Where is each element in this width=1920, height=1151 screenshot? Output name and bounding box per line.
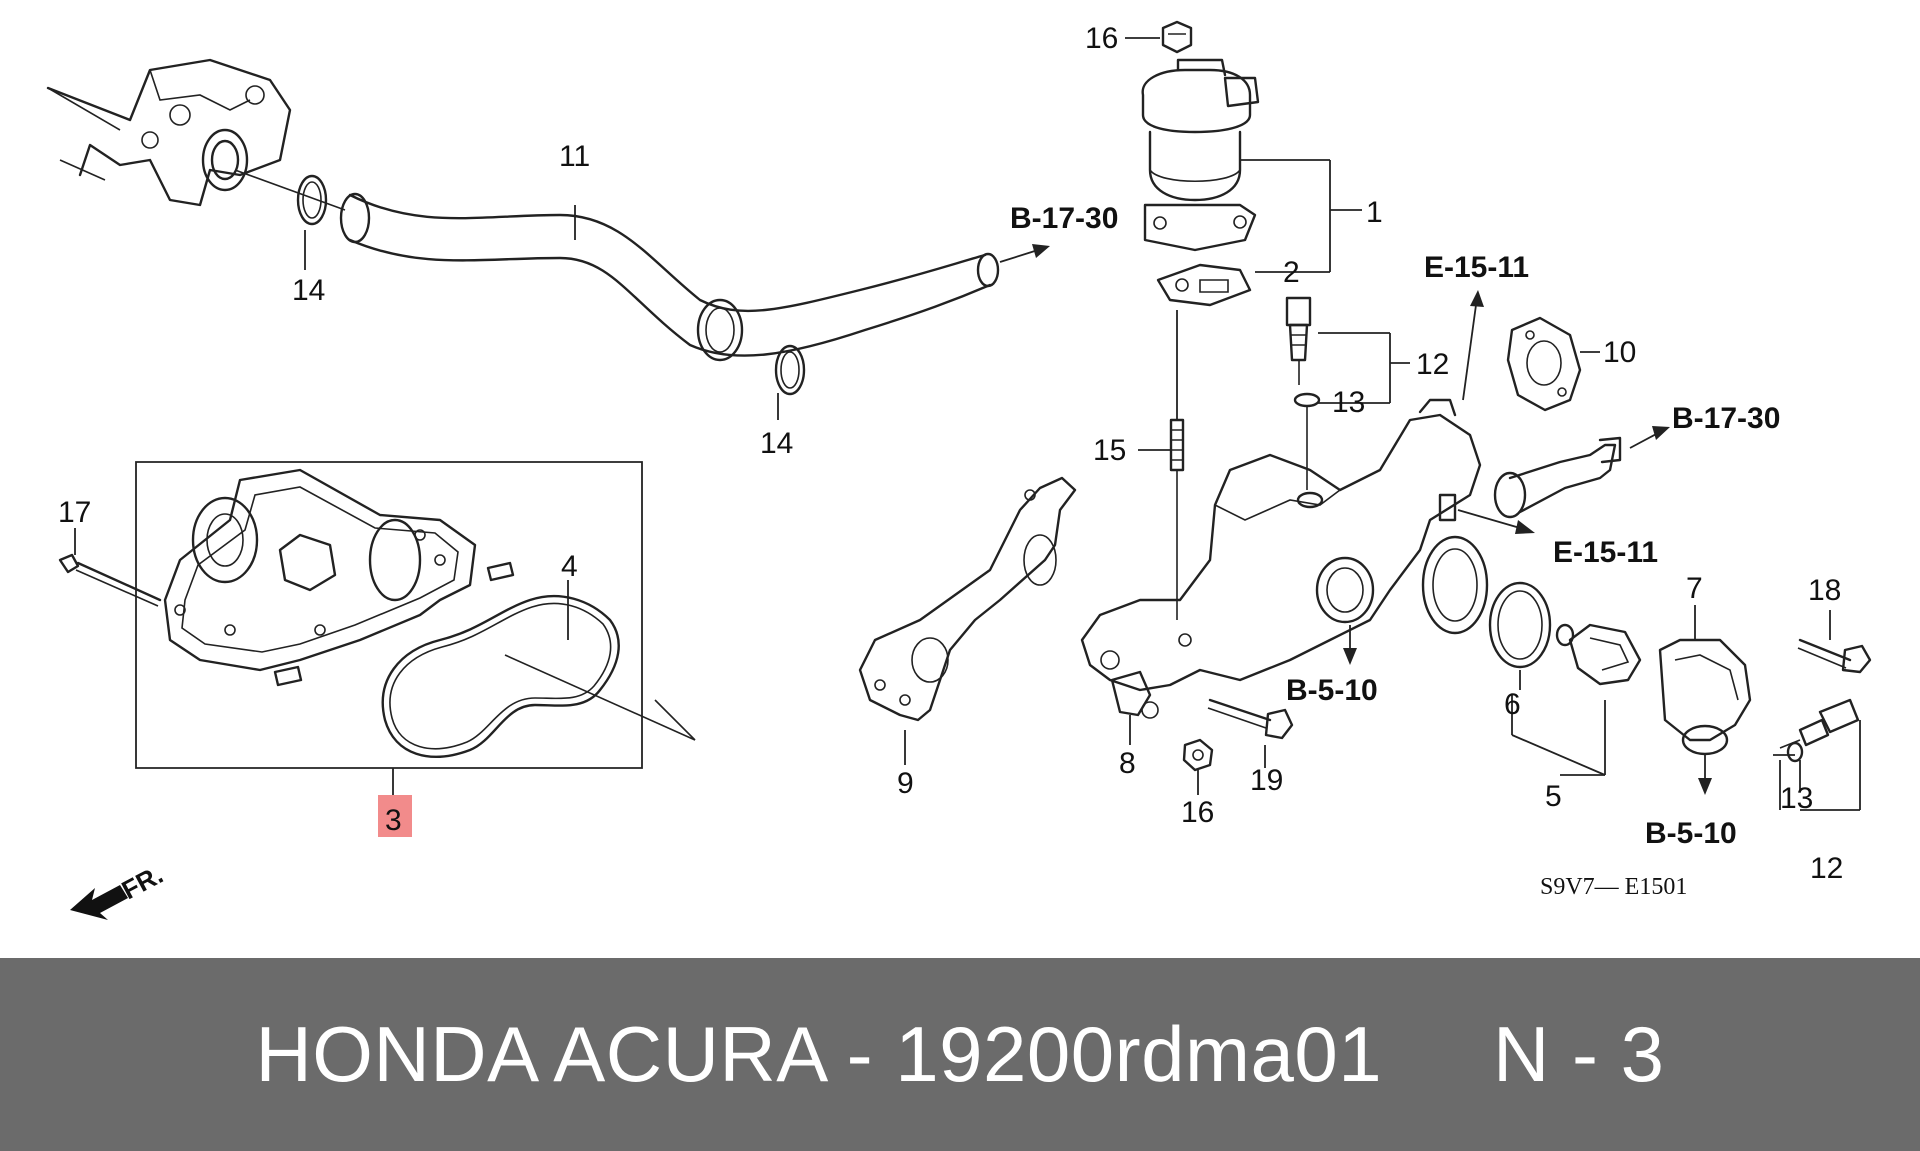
highlight-part-3 xyxy=(378,795,412,837)
gasket-9 xyxy=(858,476,1077,722)
egr-gasket-2 xyxy=(1156,263,1252,307)
part-label-9: 9 xyxy=(897,767,914,800)
part-label-4: 4 xyxy=(561,550,578,583)
bolt-19 xyxy=(1207,698,1294,768)
thermostat-gasket-6 xyxy=(1488,581,1552,669)
part-label-10: 10 xyxy=(1603,336,1636,369)
footer-title: HONDA ACURA - 19200rdma01 N - 3 xyxy=(255,1010,1665,1098)
coolant-sensor-12-upper xyxy=(1285,296,1321,490)
part-label-13-bottom: 13 xyxy=(1780,782,1813,815)
water-pipe-11 xyxy=(339,192,1050,362)
bolt-18 xyxy=(1797,610,1872,674)
o-ring-14-right xyxy=(774,344,806,396)
leader-lines xyxy=(304,37,1801,795)
part-label-6: 6 xyxy=(1504,688,1521,721)
bracket-8 xyxy=(1110,670,1152,745)
front-arrow: FR. xyxy=(70,859,168,920)
part-label-3: 3 xyxy=(385,804,402,837)
engine-block-fragment xyxy=(46,58,292,207)
thermostat-5 xyxy=(1511,623,1642,776)
water-pump-assembly-box xyxy=(58,461,696,795)
part-label-11: 11 xyxy=(559,140,590,173)
gasket-10 xyxy=(1506,316,1582,412)
part-label-14-right: 14 xyxy=(760,427,793,460)
part-label-12-bottom: 12 xyxy=(1810,852,1843,885)
ref-b-17-30-top: B-17-30 xyxy=(1010,202,1118,235)
part-label-18: 18 xyxy=(1808,574,1841,607)
figure-code: S9V7— E1501 xyxy=(1540,874,1687,900)
part-label-1: 1 xyxy=(1366,196,1383,229)
parts-diagram: FR. xyxy=(46,20,1872,920)
ref-b-5-10-center: B-5-10 xyxy=(1286,674,1378,707)
coolant-sensor-12-lower xyxy=(1779,698,1861,811)
part-label-13-top: 13 xyxy=(1332,386,1365,419)
part-label-16-bottom: 16 xyxy=(1181,796,1214,829)
part-label-19: 19 xyxy=(1250,764,1283,797)
ref-b-17-30-right: B-17-30 xyxy=(1672,402,1780,435)
part-label-8: 8 xyxy=(1119,747,1136,780)
part-number-labels: 16 1 2 12 13 10 15 11 14 14 17 4 3 9 8 1… xyxy=(58,22,1843,885)
egr-valve-1 xyxy=(1141,20,1260,252)
part-label-16-top: 16 xyxy=(1085,22,1118,55)
footer-banner: HONDA ACURA - 19200rdma01 N - 3 xyxy=(0,958,1920,1151)
ref-e-15-11-right: E-15-11 xyxy=(1553,536,1658,569)
ref-e-15-11-top: E-15-11 xyxy=(1424,251,1529,284)
part-label-5: 5 xyxy=(1545,780,1562,813)
part-label-7: 7 xyxy=(1686,572,1703,605)
o-ring-14-left xyxy=(234,169,346,226)
stud-15 xyxy=(1169,418,1185,620)
part-label-2: 2 xyxy=(1283,256,1300,289)
thermostat-cover-7 xyxy=(1658,605,1752,795)
part-label-15: 15 xyxy=(1093,434,1126,467)
ref-b-5-10-right: B-5-10 xyxy=(1645,817,1737,850)
reference-labels: B-17-30 B-17-30 E-15-11 E-15-11 B-5-10 B… xyxy=(1010,202,1780,850)
part-label-12-top: 12 xyxy=(1416,348,1449,381)
part-label-14-left: 14 xyxy=(292,274,325,307)
nut-16-lower xyxy=(1182,738,1214,772)
part-label-17: 17 xyxy=(58,496,91,529)
water-outlet-housing xyxy=(1080,290,1670,719)
